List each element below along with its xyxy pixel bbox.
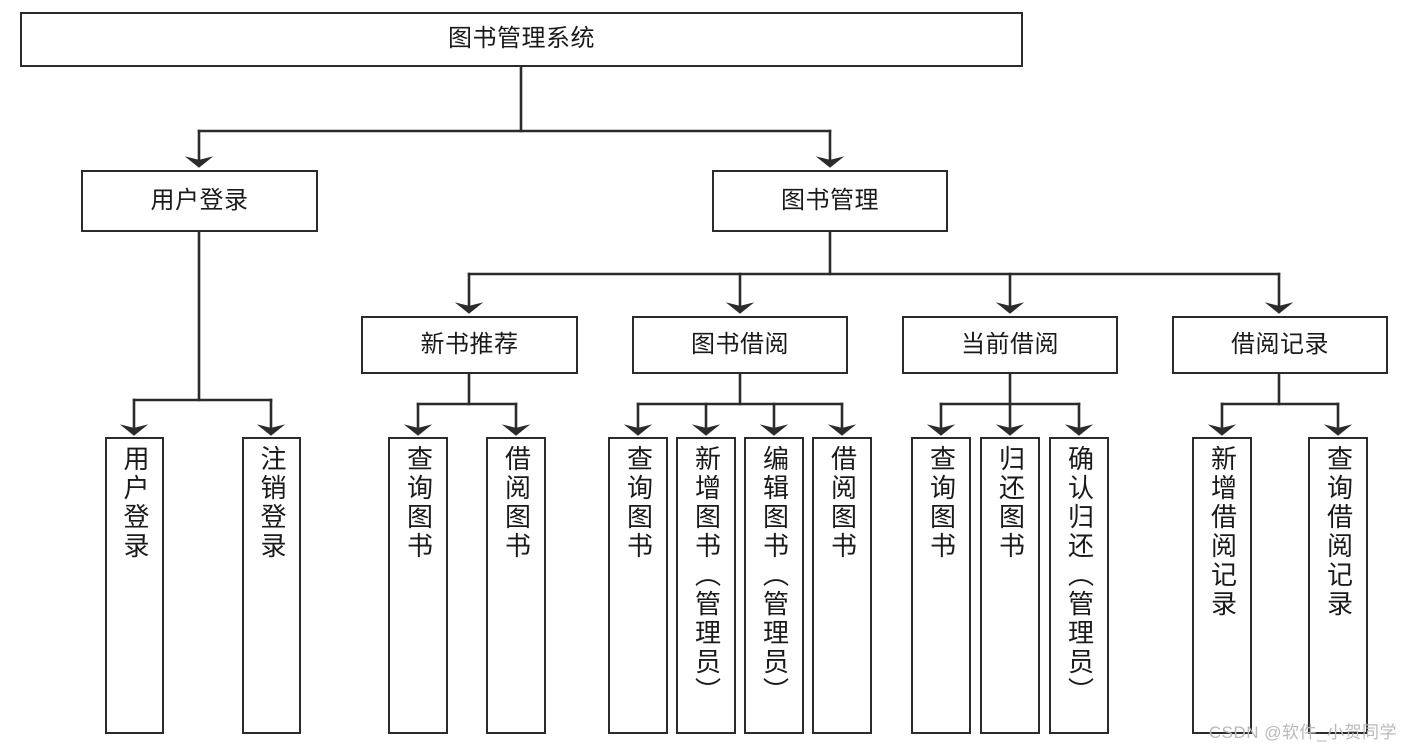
node-user-login[interactable]: 用户登录 (81, 170, 318, 232)
node-borrowing-record[interactable]: 借阅记录 (1172, 316, 1388, 374)
node-label: 借阅记录 (1231, 330, 1329, 358)
leaf-add-book-admin[interactable]: 新增图书（管理员） (676, 437, 736, 734)
node-book-management[interactable]: 图书管理 (712, 170, 948, 232)
node-label: 新增借阅记录 (1207, 445, 1238, 619)
leaf-borrow-book-recommendation[interactable]: 借阅图书 (486, 437, 546, 734)
node-label: 注销登录 (257, 445, 288, 561)
node-label: 新增图书（管理员） (691, 445, 722, 706)
leaf-add-borrowing-record[interactable]: 新增借阅记录 (1192, 437, 1252, 734)
node-label: 归还图书 (995, 445, 1026, 561)
leaf-confirm-return-admin[interactable]: 确认归还（管理员） (1049, 437, 1109, 734)
node-label: 查询图书 (403, 445, 434, 561)
node-label: 用户登录 (150, 186, 249, 214)
leaf-query-book-borrowing[interactable]: 查询图书 (608, 437, 668, 734)
node-current-borrowing[interactable]: 当前借阅 (902, 316, 1118, 374)
node-label: 当前借阅 (961, 330, 1059, 358)
node-label: 用户登录 (120, 445, 151, 561)
node-label: 图书管理系统 (448, 25, 595, 53)
leaf-user-login[interactable]: 用户登录 (105, 437, 164, 734)
leaf-return-book[interactable]: 归还图书 (980, 437, 1040, 734)
node-label: 图书管理 (781, 186, 879, 214)
leaf-borrow-book[interactable]: 借阅图书 (812, 437, 872, 734)
leaf-edit-book-admin[interactable]: 编辑图书（管理员） (744, 437, 804, 734)
node-label: 查询图书 (623, 445, 654, 561)
leaf-query-borrowing-record[interactable]: 查询借阅记录 (1308, 437, 1368, 734)
node-root-book-management-system[interactable]: 图书管理系统 (20, 12, 1023, 67)
node-new-book-recommendation[interactable]: 新书推荐 (361, 316, 578, 374)
node-label: 查询借阅记录 (1323, 445, 1354, 619)
csdn-watermark: CSDN @软件_小贺同学 (1208, 723, 1397, 742)
leaf-query-book-current[interactable]: 查询图书 (911, 437, 971, 734)
node-book-borrowing[interactable]: 图书借阅 (632, 316, 848, 374)
leaf-query-book-recommendation[interactable]: 查询图书 (388, 437, 448, 734)
node-label: 借阅图书 (827, 445, 858, 561)
node-label: 新书推荐 (420, 330, 519, 358)
node-label: 编辑图书（管理员） (759, 445, 790, 706)
node-label: 图书借阅 (691, 330, 789, 358)
node-label: 查询图书 (926, 445, 957, 561)
leaf-logout[interactable]: 注销登录 (242, 437, 301, 734)
node-label: 借阅图书 (501, 445, 532, 561)
node-label: 确认归还（管理员） (1064, 445, 1095, 706)
